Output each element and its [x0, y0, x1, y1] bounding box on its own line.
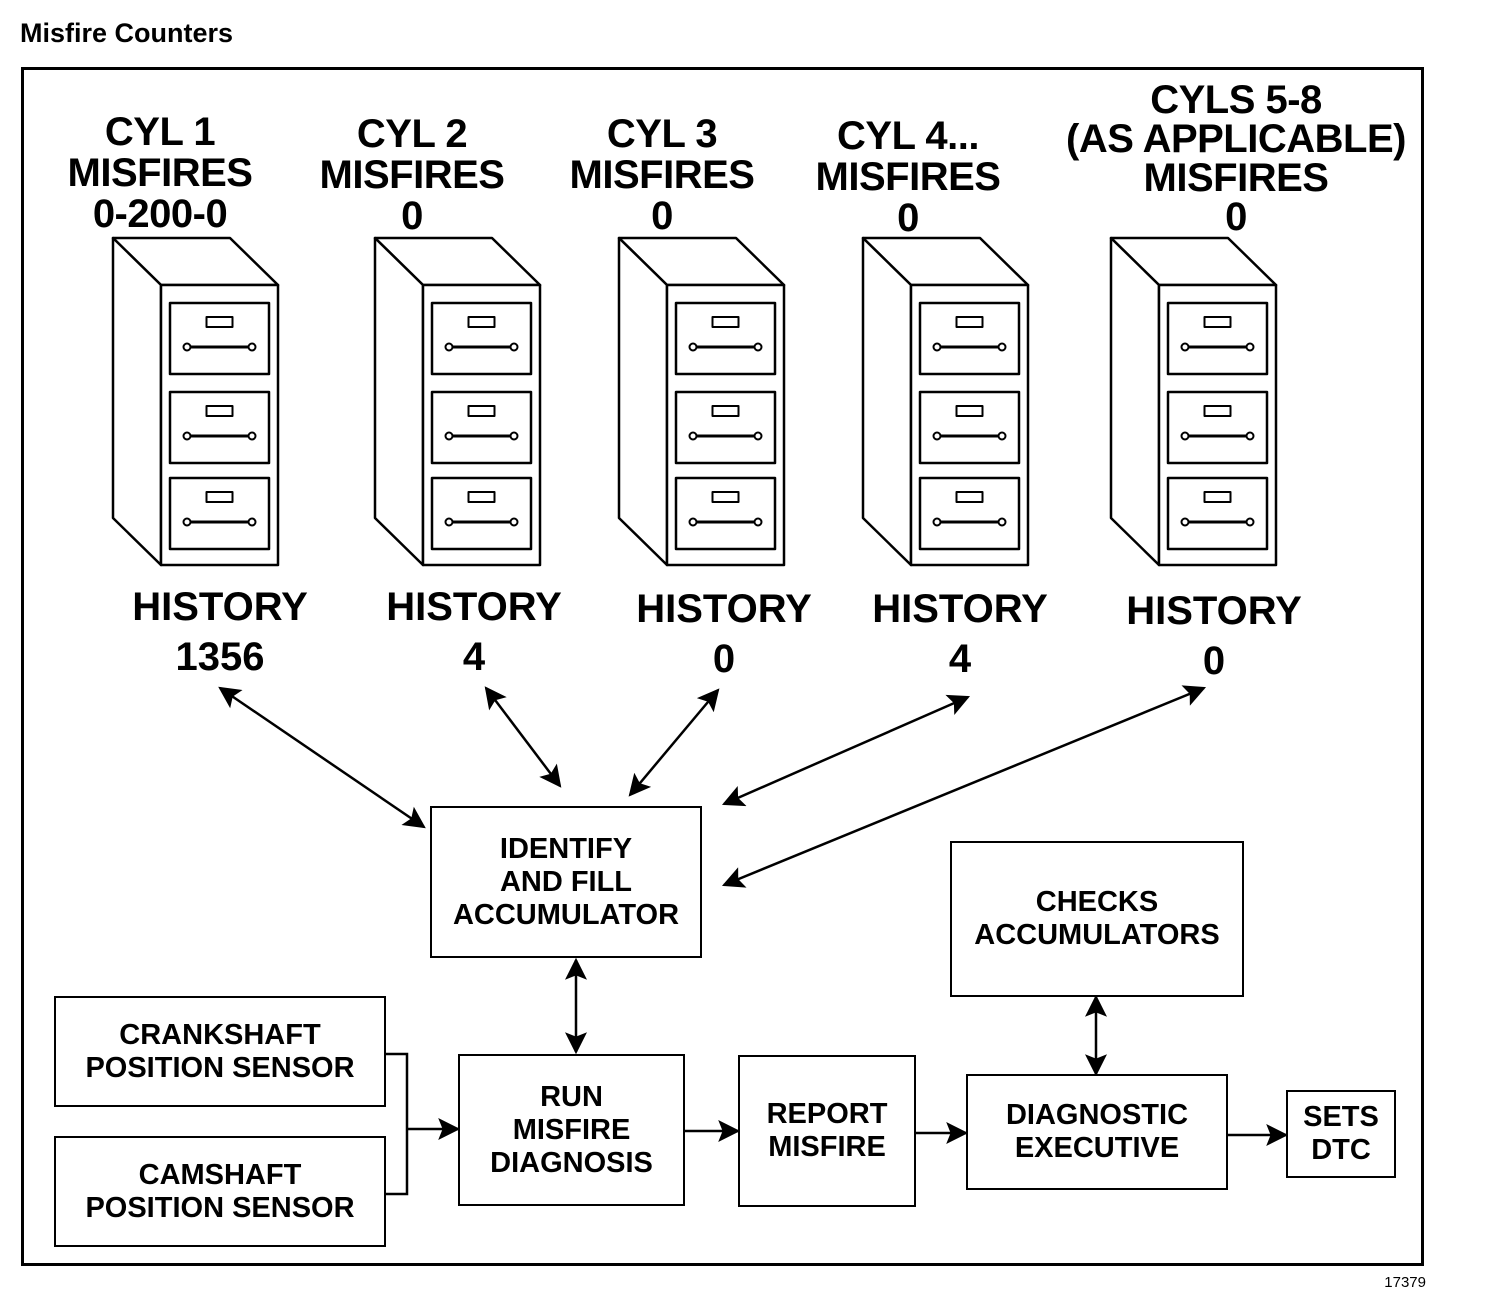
- page-title: Misfire Counters: [20, 18, 234, 48]
- arrow-cyl2-accumulator: [484, 686, 562, 788]
- diagram-frame: [21, 67, 1424, 1266]
- diagnostic-executive-box: DIAGNOSTIC EXECUTIVE: [966, 1074, 1228, 1190]
- filing-cabinet-4: [861, 236, 1030, 567]
- filing-cabinet-1: [111, 236, 280, 567]
- arrow-cyl3-accumulator: [628, 688, 720, 797]
- cabinet-drawer: [674, 476, 777, 551]
- cabinet-drawer: [918, 390, 1021, 465]
- run-misfire-diagnosis-box: RUN MISFIRE DIAGNOSIS: [458, 1054, 685, 1206]
- sets-dtc-box: SETS DTC: [1286, 1090, 1396, 1178]
- report-misfire-box: REPORT MISFIRE: [738, 1055, 916, 1207]
- crankshaft-connector: [384, 1052, 409, 1196]
- cabinet-drawer: [168, 390, 271, 465]
- cabinet-drawer: [918, 301, 1021, 376]
- filing-cabinet-2: [373, 236, 542, 567]
- cabinet-drawer: [1166, 390, 1269, 465]
- cabinet-drawer: [168, 301, 271, 376]
- arrow-cyl1-accumulator: [218, 686, 426, 829]
- cabinet-drawer: [430, 301, 533, 376]
- cabinet-drawer: [430, 390, 533, 465]
- cabinet-drawer: [1166, 476, 1269, 551]
- arrow-cyl5-8-accumulator: [721, 685, 1207, 888]
- figure-number: 17379: [1384, 1274, 1426, 1291]
- filing-cabinet-5: [1109, 236, 1278, 567]
- filing-cabinet-3: [617, 236, 786, 567]
- cabinet-drawer: [918, 476, 1021, 551]
- identify-accumulator-box: IDENTIFY AND FILL ACCUMULATOR: [430, 806, 702, 958]
- cabinet-drawer: [168, 476, 271, 551]
- camshaft-sensor-box: CAMSHAFT POSITION SENSOR: [54, 1136, 386, 1247]
- cabinet-drawer: [430, 476, 533, 551]
- crankshaft-sensor-box: CRANKSHAFT POSITION SENSOR: [54, 996, 386, 1107]
- cabinet-drawer: [1166, 301, 1269, 376]
- cabinet-drawer: [674, 390, 777, 465]
- arrow-cyl4-accumulator: [721, 694, 971, 807]
- checks-accumulators-box: CHECKS ACCUMULATORS: [950, 841, 1244, 997]
- cabinet-drawer: [674, 301, 777, 376]
- filing-cabinets: [111, 236, 1278, 567]
